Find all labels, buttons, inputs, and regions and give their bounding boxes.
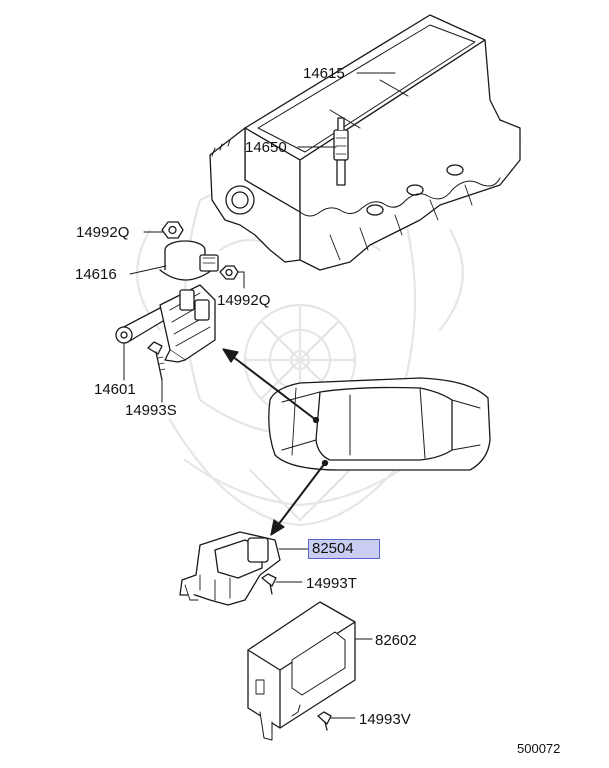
- label-14993v[interactable]: 14993V: [359, 711, 411, 728]
- highlight-82504: [308, 539, 380, 559]
- label-82602[interactable]: 82602: [375, 632, 417, 649]
- part-14992q-nut-bottom: [219, 265, 239, 280]
- label-14601[interactable]: 14601: [94, 381, 136, 398]
- part-14601-bracket: [115, 284, 216, 363]
- leader-lines: [123, 72, 396, 719]
- label-14993s[interactable]: 14993S: [125, 402, 177, 419]
- label-14650[interactable]: 14650: [245, 139, 287, 156]
- part-14993v-bolt: [317, 711, 332, 731]
- vehicle-outline: [268, 377, 491, 471]
- label-14615[interactable]: 14615: [303, 65, 345, 82]
- part-82602-control-unit: [247, 601, 356, 741]
- part-14993s-bolt: [147, 341, 166, 381]
- part-14650-sensor: [333, 117, 349, 186]
- label-14992q-top[interactable]: 14992Q: [76, 224, 130, 241]
- part-14992q-nut-top: [161, 221, 184, 239]
- engine-details: [211, 24, 501, 261]
- figure-number: 500072: [517, 741, 561, 756]
- arrow-to-82504: [270, 459, 329, 536]
- arrow-to-bracket: [222, 348, 320, 424]
- part-82504-relay: [179, 531, 281, 606]
- label-14993t[interactable]: 14993T: [306, 575, 357, 592]
- part-14993t-bolt: [261, 573, 277, 595]
- label-14992q-bottom[interactable]: 14992Q: [217, 292, 271, 309]
- label-14616[interactable]: 14616: [75, 266, 117, 283]
- part-14616-solenoid: [159, 240, 219, 281]
- label-82504[interactable]: 82504: [312, 540, 354, 557]
